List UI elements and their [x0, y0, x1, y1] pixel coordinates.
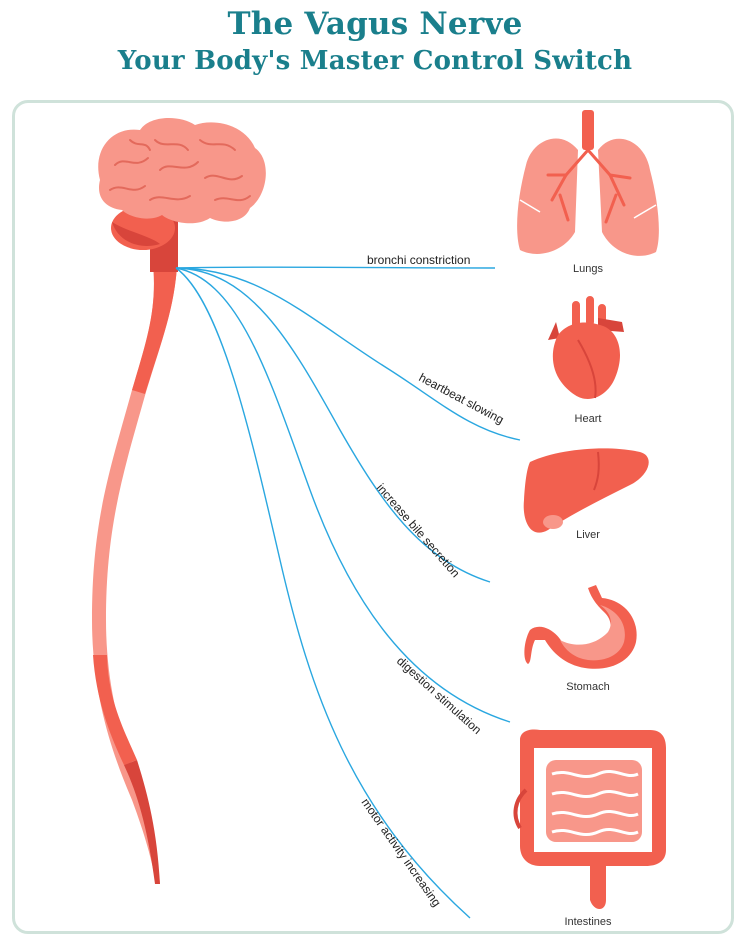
brain-icon — [98, 118, 266, 272]
effect-label: motor activity increasing — [359, 796, 444, 909]
branch-intestines — [175, 267, 471, 919]
organ-label-liver: Liver — [576, 529, 600, 541]
branch-liver — [175, 267, 491, 583]
organ-label-stomach: Stomach — [566, 681, 609, 693]
nerve-branches — [175, 266, 521, 919]
liver-icon — [523, 448, 649, 533]
stomach-icon — [524, 585, 637, 669]
branch-stomach — [175, 267, 511, 723]
organ-label-lungs: Lungs — [573, 263, 603, 275]
branch-heart — [175, 267, 521, 441]
spinal-cord — [92, 240, 178, 884]
lungs-icon — [517, 110, 659, 256]
heart-icon — [548, 296, 624, 399]
effect-label: increase bile secretion — [374, 481, 463, 580]
organ-label-intestines: Intestines — [564, 916, 612, 928]
intestines-icon — [513, 729, 666, 909]
effect-label: heartbeat slowing — [417, 370, 507, 427]
page-title: The Vagus Nerve — [227, 6, 523, 42]
page-subtitle: Your Body's Master Control Switch — [117, 46, 633, 76]
effect-label: digestion stimulation — [394, 654, 484, 737]
organ-label-heart: Heart — [575, 413, 602, 425]
branch-lungs — [175, 266, 496, 269]
effect-labels: bronchi constriction heartbeat slowing i… — [359, 253, 507, 909]
effect-label: bronchi constriction — [367, 253, 470, 267]
